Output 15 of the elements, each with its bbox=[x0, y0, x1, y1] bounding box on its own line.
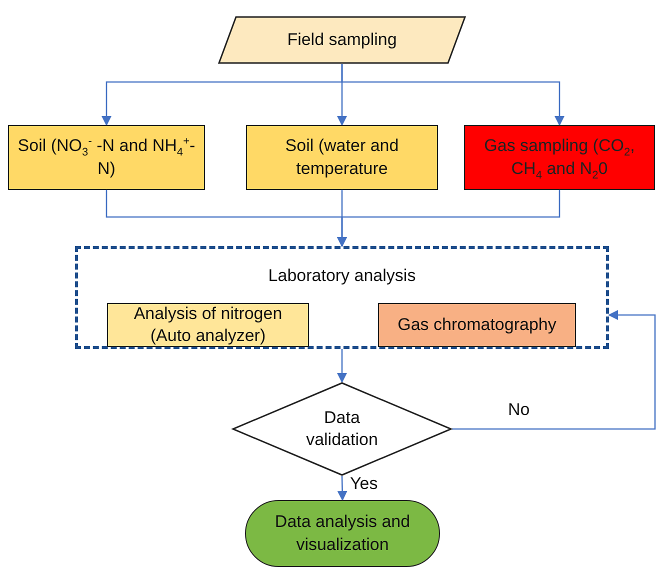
arrow bbox=[341, 64, 564, 126]
dashed-group-box bbox=[75, 246, 609, 349]
process-box: Analysis of nitrogen (Auto analyzer) bbox=[107, 303, 309, 347]
arrow bbox=[337, 190, 560, 247]
node-label: Field sampling bbox=[286, 28, 398, 51]
terminal-box: Data analysis and visualization bbox=[245, 500, 440, 567]
group-title: Laboratory analysis bbox=[267, 265, 417, 287]
arrow bbox=[337, 349, 347, 383]
process-box: Soil (NO$_{3}$$^{-}$ -N and NH$_{4}$$^{+}$-N) bbox=[8, 125, 205, 190]
process-box: Soil (water and temperature bbox=[246, 125, 438, 190]
node-label: Data validation bbox=[305, 406, 379, 451]
process-box: Gas chromatography bbox=[378, 303, 576, 347]
arrow bbox=[337, 476, 348, 501]
process-box: Gas sampling (CO$_{2}$, CH$_{4}$ and N$_{2}$0 bbox=[464, 125, 655, 190]
arrow bbox=[452, 310, 656, 430]
